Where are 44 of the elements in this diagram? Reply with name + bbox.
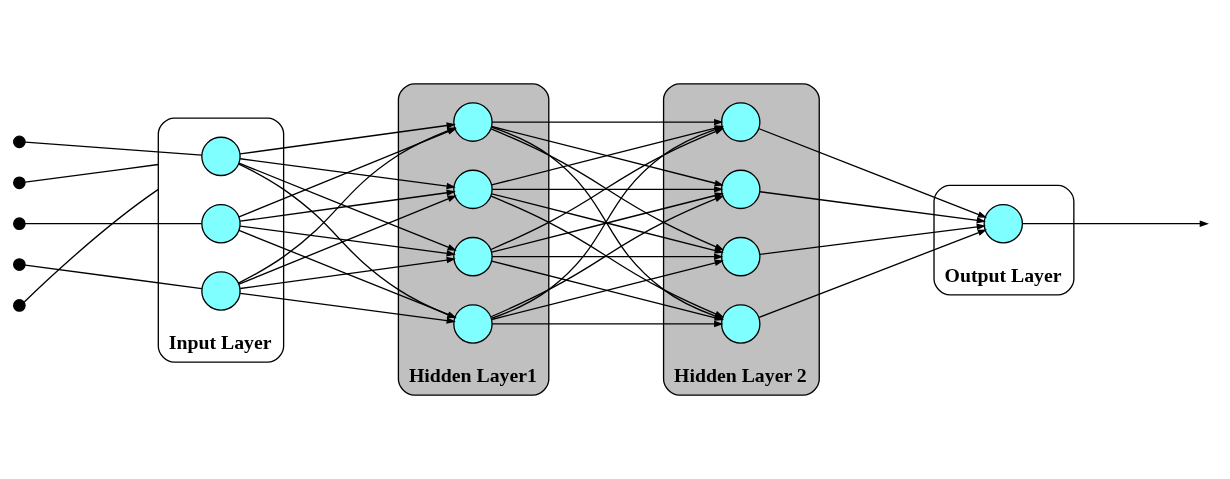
connector: [23, 188, 159, 303]
arrow: [758, 128, 988, 218]
arrow: [239, 158, 456, 190]
node-circle: [201, 136, 241, 177]
node-circle: [201, 203, 241, 244]
arrow: [1021, 220, 1209, 227]
node-circle: [720, 304, 761, 344]
node-dot: [13, 135, 26, 149]
arrow: [491, 186, 724, 193]
cluster: Hidden Layer 2: [662, 83, 820, 396]
node-circle: [453, 102, 493, 142]
node-circle: [720, 102, 761, 142]
arrow: [759, 191, 986, 224]
connector: [24, 223, 203, 225]
arrow: [238, 229, 457, 318]
node-circle: [453, 236, 493, 277]
arrow: [758, 229, 988, 318]
node-dot: [13, 176, 26, 190]
arrow: [759, 223, 986, 256]
arrow: [239, 189, 456, 222]
node-dot: [13, 217, 26, 231]
cluster: Hidden Layer1: [397, 83, 550, 396]
node-circle: [983, 203, 1024, 244]
arrow: [491, 118, 724, 126]
node-dot: [13, 299, 26, 312]
arrow: [239, 225, 456, 257]
arrow: [239, 256, 456, 290]
arrow: [491, 253, 724, 260]
cluster: Output Layer: [933, 184, 1075, 296]
node-circle: [453, 304, 493, 344]
node-circle: [720, 169, 761, 210]
arrow: [239, 292, 456, 324]
connector: [24, 141, 203, 156]
arrow: [238, 162, 457, 251]
node-dot: [13, 258, 26, 271]
arrow: [491, 320, 724, 328]
node-circle: [201, 271, 241, 311]
arrow: [238, 195, 457, 285]
connector: [24, 163, 159, 183]
arrow: [238, 163, 457, 319]
node-circle: [453, 169, 493, 210]
connector: [24, 264, 203, 290]
cluster: Input Layer: [157, 117, 285, 363]
node-circle: [720, 236, 761, 277]
